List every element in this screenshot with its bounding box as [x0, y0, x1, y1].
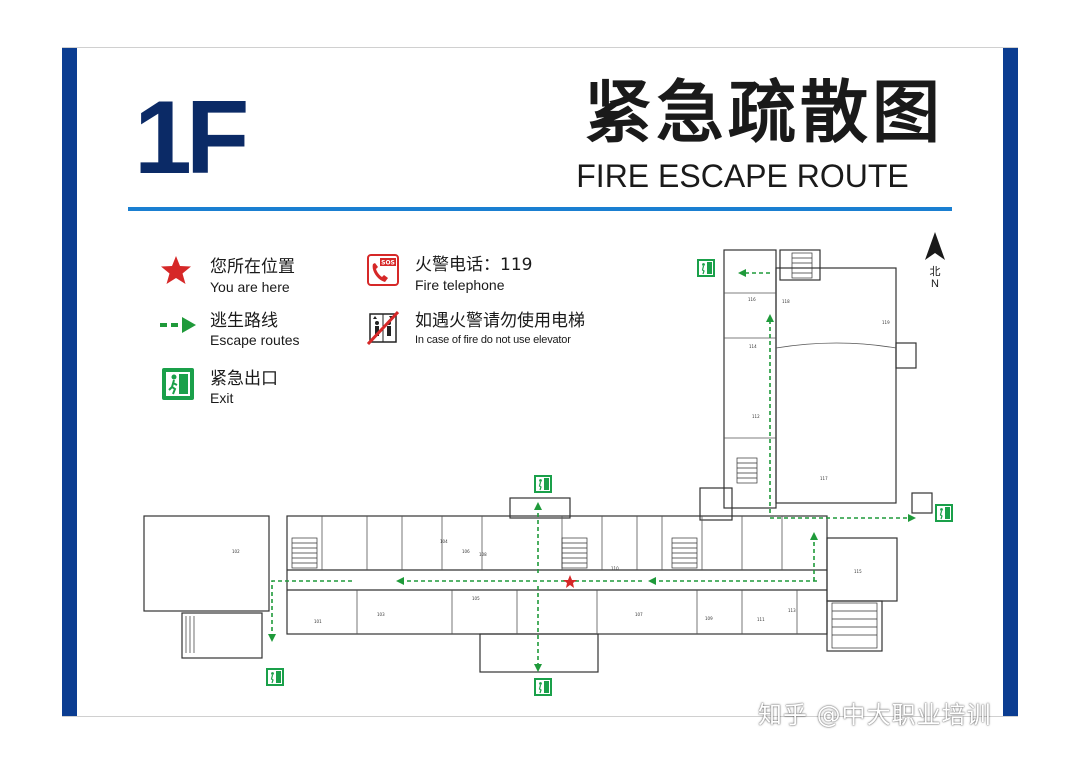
stair-4 [791, 252, 813, 279]
room-label: 110 [611, 566, 619, 571]
room-label: 111 [757, 617, 765, 622]
legend-escape-routes-en: Escape routes [210, 332, 300, 348]
room-label: 102 [232, 549, 240, 554]
watermark: 知乎 @中大职业培训 [758, 701, 992, 729]
main-building-outline [286, 515, 828, 635]
room-label: 113 [788, 608, 796, 613]
room-label: 104 [440, 539, 448, 544]
exit-marker [534, 475, 552, 493]
legend-you-are-here-cn: 您所在位置 [210, 257, 295, 277]
sign-border-right [1003, 48, 1018, 716]
room-label: 114 [749, 344, 757, 349]
room-label: 118 [782, 299, 790, 304]
room-label: 106 [462, 549, 470, 554]
exit-markers [266, 259, 953, 696]
stair-6 [831, 602, 878, 649]
room-label: 112 [752, 414, 760, 419]
north-label-cn: 北 [929, 265, 941, 278]
exit-marker [266, 668, 284, 686]
sign-border-left [62, 48, 77, 716]
room-label: 119 [882, 320, 890, 325]
title-chinese: 紧急疏散图 [583, 74, 944, 153]
exit-marker [935, 504, 953, 522]
legend-no-elevator-en: In case of fire do not use elevator [415, 334, 571, 346]
legend-fire-telephone-en: Fire telephone [415, 277, 505, 293]
room-label: 107 [635, 612, 643, 617]
green-dashed-arrow-icon [160, 317, 196, 333]
header-rule [128, 207, 952, 211]
exit-sign-icon [162, 368, 194, 400]
sos-phone-icon: SOS [367, 254, 399, 286]
svg-text:SOS: SOS [381, 260, 395, 267]
room-label: 103 [377, 612, 385, 617]
stair-5 [736, 457, 758, 484]
room-label: 105 [472, 596, 480, 601]
no-elevator-icon [367, 311, 399, 345]
room-labels: 102 101 103 104 105 106 107 108 109 110 … [232, 297, 890, 624]
north-wing-outline [723, 249, 777, 509]
legend-no-elevator-cn: 如遇火警请勿使用电梯 [415, 311, 585, 331]
legend-you-are-here-en: You are here [210, 279, 290, 295]
fire-escape-sign: 1F 紧急疏散图 FIRE ESCAPE ROUTE 您所在位置 You are… [62, 47, 1018, 717]
room-label: 108 [479, 552, 487, 557]
north-arrow-icon [925, 232, 945, 260]
auditorium-outline [775, 267, 897, 504]
room-label: 101 [314, 619, 322, 624]
floor-label: 1F [134, 80, 249, 196]
room-label: 116 [748, 297, 756, 302]
legend-exit-en: Exit [210, 390, 234, 406]
room-label: 115 [854, 569, 862, 574]
red-star-icon [161, 256, 191, 284]
room-label: 117 [820, 476, 828, 481]
title-english: FIRE ESCAPE ROUTE [576, 158, 909, 194]
exit-marker [697, 259, 715, 277]
room-label: 109 [705, 616, 713, 621]
north-label-en: N [931, 278, 939, 290]
you-are-here-marker [563, 575, 577, 588]
exit-marker [534, 678, 552, 696]
legend-fire-telephone-cn: 火警电话：119 [415, 255, 533, 275]
east-block-outline [826, 537, 898, 602]
floor-plan: 102 101 103 104 105 106 107 108 109 110 … [143, 249, 953, 696]
escape-route-lines [268, 269, 916, 672]
north-compass: 北 N [920, 231, 950, 291]
west-block-outline [143, 515, 270, 612]
legend-escape-routes-cn: 逃生路线 [210, 311, 278, 331]
legend-exit-cn: 紧急出口 [210, 369, 278, 389]
